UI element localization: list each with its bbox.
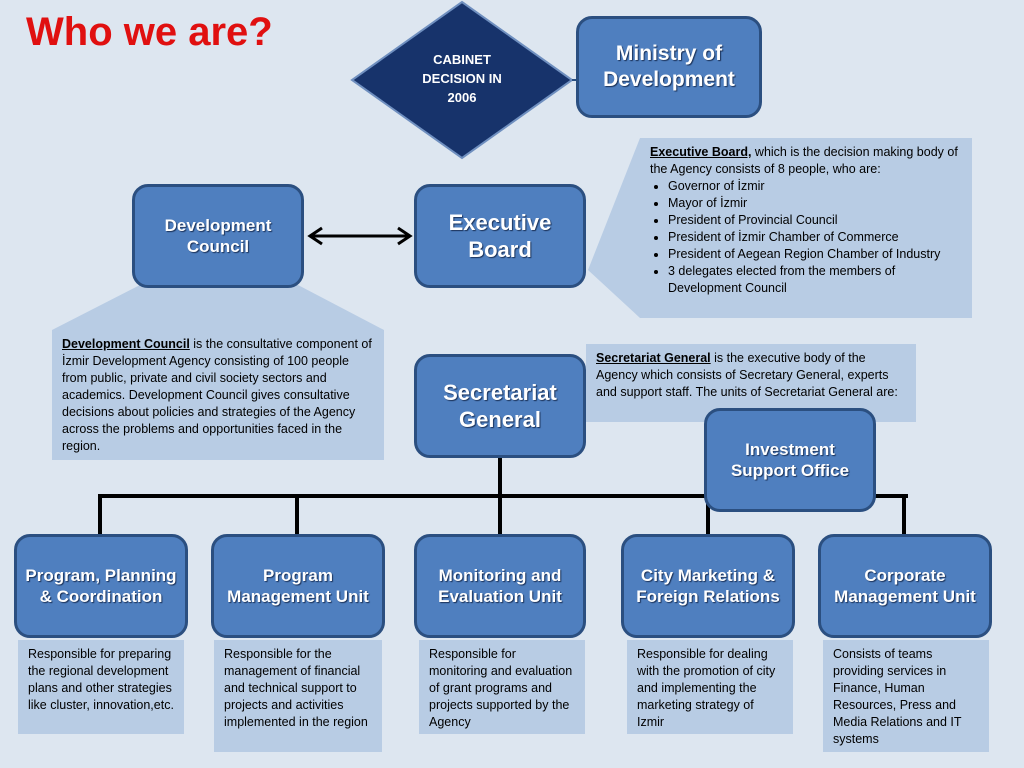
unit-label: Monitoring and Evaluation Unit bbox=[438, 565, 562, 606]
unit-program-planning-coordination-box: Program, Planning & Coordination bbox=[14, 534, 188, 638]
unit-city-marketing-foreign-relations-desc: Responsible for dealing with the promoti… bbox=[627, 640, 793, 734]
page-title: Who we are? bbox=[26, 10, 273, 54]
executive-board-note-term: Executive Board, bbox=[650, 145, 752, 159]
unit-label: Corporate Management Unit bbox=[834, 565, 976, 606]
executive-board-note-intro: Executive Board, which is the decision m… bbox=[650, 144, 962, 178]
executive-board-callout-wedge bbox=[588, 138, 640, 318]
executive-board-note: Executive Board, which is the decision m… bbox=[640, 138, 972, 318]
cabinet-line-1: CABINET bbox=[433, 52, 491, 67]
unit-monitoring-evaluation-desc: Responsible for monitoring and evaluatio… bbox=[419, 640, 585, 734]
investment-support-office-box: Investment Support Office bbox=[704, 408, 876, 512]
investment-support-office-label: Investment Support Office bbox=[730, 439, 850, 480]
list-item: 3 delegates elected from the members of … bbox=[668, 263, 962, 297]
list-item: Mayor of İzmir bbox=[668, 195, 962, 212]
unit-monitoring-evaluation-box: Monitoring and Evaluation Unit bbox=[414, 534, 586, 638]
list-item: President of Aegean Region Chamber of In… bbox=[668, 246, 962, 263]
unit-2-drop-line bbox=[295, 494, 299, 536]
ministry-of-development-box: Ministry of Development bbox=[576, 16, 762, 118]
secretariat-general-box: Secretariat General bbox=[414, 354, 586, 458]
cabinet-line-2: DECISION IN bbox=[422, 71, 502, 86]
executive-board-note-text: which is the decision making body of the… bbox=[650, 145, 958, 176]
list-item: President of İzmir Chamber of Commerce bbox=[668, 229, 962, 246]
cabinet-line-3: 2006 bbox=[447, 90, 477, 105]
unit-program-management-box: Program Management Unit bbox=[211, 534, 385, 638]
secretariat-general-note-term: Secretariat General bbox=[596, 351, 711, 365]
executive-board-label: Executive Board bbox=[448, 209, 552, 263]
list-item: President of Provincial Council bbox=[668, 212, 962, 229]
units-horizontal-line bbox=[98, 494, 908, 498]
unit-program-management-desc: Responsible for the management of financ… bbox=[214, 640, 382, 752]
development-council-note-term: Development Council bbox=[62, 337, 190, 351]
unit-4-drop-line bbox=[706, 494, 710, 536]
development-council-box: Development Council bbox=[132, 184, 304, 288]
cabinet-decision-label: CABINET DECISION IN 2006 bbox=[402, 50, 522, 107]
unit-label: City Marketing & Foreign Relations bbox=[636, 565, 780, 606]
ministry-label: Ministry of Development bbox=[603, 41, 735, 91]
secretariat-general-note-text: is the executive body of the Agency whic… bbox=[596, 351, 898, 399]
development-council-label: Development Council bbox=[164, 215, 272, 256]
list-item: Governor of İzmir bbox=[668, 178, 962, 195]
development-council-callout-wedge bbox=[52, 285, 384, 330]
executive-board-members-list: Governor of İzmir Mayor of İzmir Preside… bbox=[650, 178, 962, 297]
unit-corporate-management-desc: Consists of teams providing services in … bbox=[823, 640, 989, 752]
development-council-note-text: is the consultative component of İzmir D… bbox=[62, 337, 372, 453]
unit-1-drop-line bbox=[98, 494, 102, 536]
development-council-note: Development Council is the consultative … bbox=[52, 330, 384, 460]
unit-program-planning-coordination-desc: Responsible for preparing the regional d… bbox=[18, 640, 184, 734]
unit-city-marketing-foreign-relations-box: City Marketing & Foreign Relations bbox=[621, 534, 795, 638]
unit-5-drop-line bbox=[902, 494, 906, 536]
executive-board-box: Executive Board bbox=[414, 184, 586, 288]
unit-corporate-management-box: Corporate Management Unit bbox=[818, 534, 992, 638]
secretariat-general-label: Secretariat General bbox=[443, 379, 557, 433]
unit-label: Program Management Unit bbox=[227, 565, 369, 606]
unit-label: Program, Planning & Coordination bbox=[25, 565, 177, 606]
cabinet-decision-diamond bbox=[350, 0, 574, 160]
